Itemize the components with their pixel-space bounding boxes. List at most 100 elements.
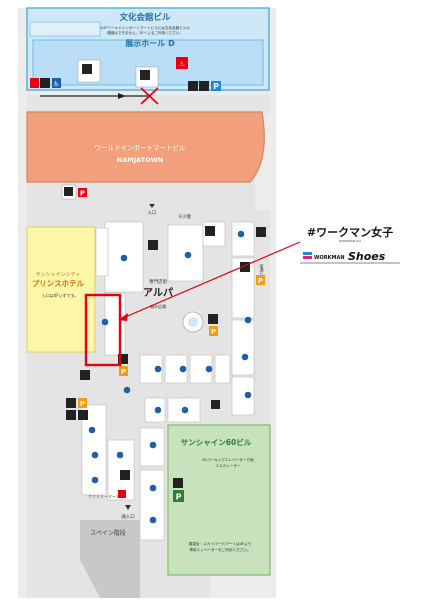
spain-stairs (80, 520, 140, 598)
elevator-icon-7 (208, 314, 218, 324)
shop-marker (101, 318, 109, 326)
shop-block (139, 469, 165, 541)
prince-hotel-name-1: サンシャインシティ (36, 272, 81, 278)
restroom-icon (40, 78, 50, 88)
workman-shoes-script: Shoes (348, 250, 386, 263)
sunshine60-name: サンシャイン60ビル (181, 437, 252, 447)
parking-icon-2 (78, 188, 87, 197)
restroom-icon-3 (199, 81, 209, 91)
parking-icon-7 (173, 490, 184, 502)
shop-block (139, 354, 163, 384)
elevator-icon-9 (66, 398, 76, 408)
stairs-icon (211, 400, 220, 409)
restroom-icon-4 (256, 227, 266, 237)
passage-arrow (118, 93, 126, 99)
shop-marker (237, 230, 245, 238)
sunshine60-building (167, 424, 271, 576)
sunshine60-note-1: B1パーキングエレベーター方面 (202, 457, 254, 462)
parking-icon-5 (119, 366, 128, 376)
parking-glyph-6: P (80, 400, 85, 408)
fountain-inner (188, 317, 198, 327)
alpa-shops (81, 221, 255, 541)
shop-marker (149, 441, 157, 449)
shop-marker (91, 476, 99, 484)
entrance-arrow (149, 204, 155, 208)
shop-marker (184, 251, 192, 259)
bunka-kaikan-name: 文化会館ビル (119, 12, 171, 23)
target-shop-highlight (84, 293, 122, 367)
red-icon-tile (30, 78, 39, 88)
elevator-icon-10 (173, 478, 183, 488)
shop-block (231, 257, 255, 319)
workman-girl-hashtag: #ワークマン女子 (307, 225, 393, 239)
bunka-kaikan-note-1: ※2Fワールドインポートマートビルとは文化会館ビルの (100, 25, 190, 30)
alpa-name-2: アルパ (143, 287, 173, 299)
accessible-glyph: ♿ (53, 80, 59, 88)
red-box-top (176, 57, 188, 69)
workman-shoes-logo-mark-2 (303, 256, 312, 259)
callout-arrow-line (122, 241, 301, 319)
shop-marker (181, 406, 189, 414)
blue-room (29, 21, 101, 37)
shop-block (164, 354, 188, 384)
elevator-icon-6 (240, 262, 250, 272)
shop-block (231, 221, 255, 257)
closed-x-2 (140, 87, 159, 105)
elevator-icon (82, 64, 92, 74)
shop-marker (154, 365, 162, 373)
shop-block (95, 227, 109, 277)
workman-brand: WORKMAN (314, 255, 345, 261)
world-import-sub: NAMJATOWN (117, 156, 163, 164)
elevator-icon-5 (205, 226, 215, 236)
parking-glyph-5: P (121, 368, 126, 376)
callout-arrow-head (118, 313, 128, 321)
red-box-glyph: ♨ (179, 60, 185, 68)
restroom-icon-5 (80, 370, 90, 380)
spain-stairs-label: スペイン階段 (90, 529, 126, 537)
elevator-icon-4 (148, 240, 158, 250)
prince-hotel-building (26, 226, 96, 353)
shop-marker (244, 316, 252, 324)
parking-glyph: P (213, 82, 219, 91)
world-import-mart-building (26, 111, 265, 183)
shop-marker (149, 516, 157, 524)
shop-marker (120, 254, 128, 262)
parking-glyph-4: P (211, 328, 216, 336)
shop-marker (179, 365, 187, 373)
shop-block (231, 319, 255, 376)
parking-icon-6 (78, 398, 87, 408)
shop-marker (123, 386, 131, 394)
fountain-plaza-label: 噴水広場 (150, 303, 166, 309)
sunshine60-note-2: エスカレーター (215, 463, 241, 468)
shop-marker (116, 451, 124, 459)
shop-marker (154, 406, 162, 414)
bunka-kaikan-note-2: 連絡はできません。3Fへ上るご利用ください。 (107, 30, 183, 35)
shop-block (104, 292, 126, 356)
elevator-icon-2 (140, 70, 150, 80)
restroom-icon-2 (188, 81, 198, 91)
shop-small-label: E小僧 (179, 213, 191, 220)
shop-block (231, 376, 255, 416)
parking-icon (211, 81, 221, 91)
exit-label: 通入口 (121, 513, 135, 520)
shop-block (104, 221, 144, 293)
prince-hotel-note: 入口は4Fいずです。 (42, 292, 78, 298)
shop-block (214, 354, 231, 384)
shop-marker (91, 451, 99, 459)
restroom-icon-6 (78, 410, 88, 420)
shop-marker (205, 365, 213, 373)
alpa-name-1: 専門店街 (149, 278, 167, 285)
minami-label: 南通り (260, 263, 265, 277)
workman-shoes-logo-mark (303, 252, 312, 255)
shop-marker (244, 391, 252, 399)
accessible-icon-2 (66, 410, 76, 420)
shop-marker (88, 426, 96, 434)
sunshine60-note-4: 専用エレベーターをご利用ください。 (189, 547, 250, 552)
exit-arrow (125, 505, 131, 510)
sunshine60-note-3: 展望台・スカイパーク/アートは4Fより (189, 541, 252, 546)
entrance-label: 入口 (148, 210, 157, 216)
exhibition-hall-label: 展示ホール D (124, 39, 175, 48)
family-mart-icon (118, 490, 126, 498)
shop-marker (149, 484, 157, 492)
